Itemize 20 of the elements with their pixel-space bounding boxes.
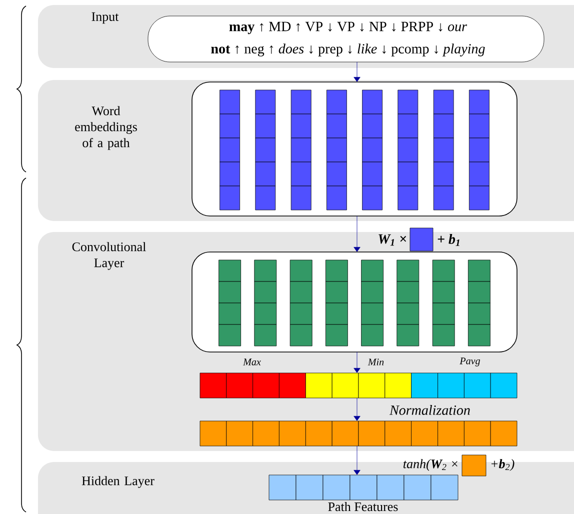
operation-label: Max — [243, 358, 261, 366]
embedding-matrix — [192, 82, 518, 216]
operation-label: Normalization — [389, 405, 470, 415]
path-box: may ↑ MD ↑ VP ↓ VP ↓ NP ↓ PRPP ↓ our not ↑ neg ↑ does ↓ prep ↓ like ↓ pcomp ↓ playing — [148, 16, 544, 62]
vector-caption: Path Features — [328, 502, 398, 512]
feature-vector — [268, 474, 458, 500]
convolution-matrix — [192, 252, 518, 352]
formula-label: +b$_{2}$) — [491, 459, 514, 471]
formula-label: tanh(W$_{2}$ × — [404, 459, 458, 471]
formula-label: + b$_{1}$ — [438, 234, 460, 246]
arrow — [354, 216, 360, 252]
arrow — [354, 62, 360, 82]
pooling-vector — [200, 372, 518, 398]
arrow — [354, 398, 360, 421]
operation-label: Pavg — [460, 358, 480, 366]
formula-label: W$_{1}$ × — [378, 234, 406, 246]
arrow — [354, 446, 360, 475]
arrow — [354, 352, 360, 373]
operation-label: Min — [368, 358, 384, 366]
normalized-vector — [200, 420, 518, 446]
